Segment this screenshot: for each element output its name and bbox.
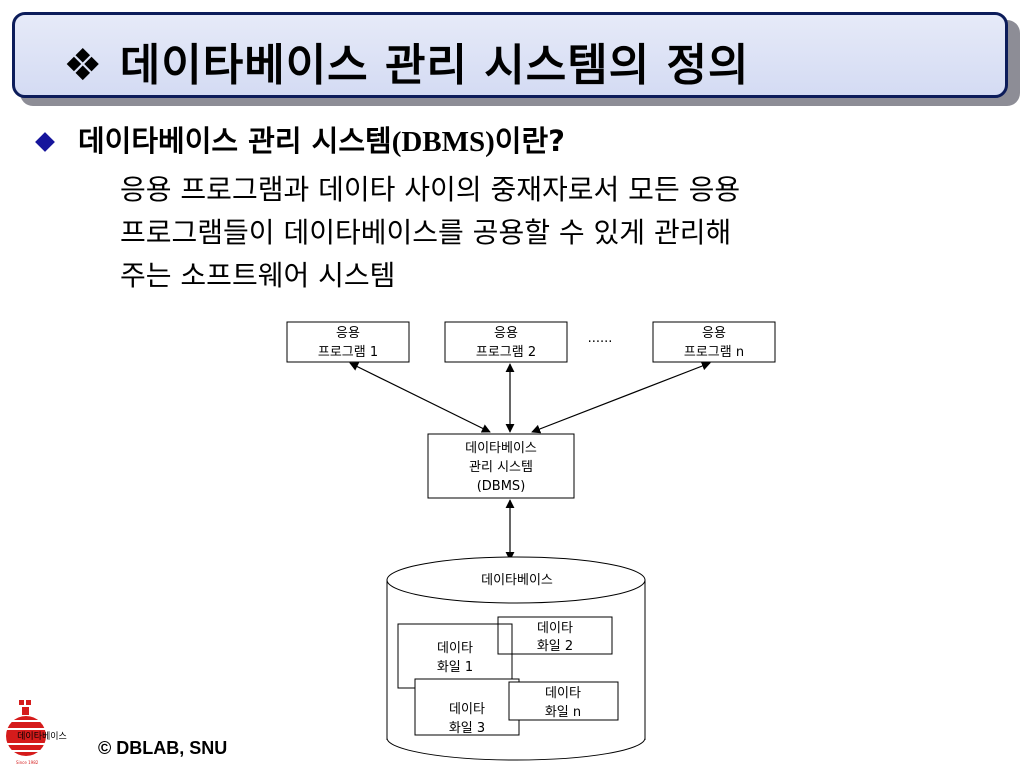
file-1-line2: 화일 1 [437,660,473,675]
dbms-line2: 관리 시스템 [469,460,533,475]
app-2-line1: 응용 [494,326,518,341]
body-line-1: 응용 프로그램과 데이타 사이의 중재자로서 모든 응용 [120,173,741,206]
copyright-text: © DBLAB, SNU [98,738,228,758]
app-2-line2: 프로그램 2 [476,345,536,360]
app-box-1: 응용 프로그램 1 [286,321,410,363]
app-1-line2: 프로그램 1 [318,345,378,360]
database-cylinder: 데이타베이스 [386,556,646,761]
file-3-line2: 화일 3 [449,721,485,736]
file-3-line1: 데이타 [449,702,485,717]
bullet-heading: 데이타베이스 관리 시스템(DBMS)이란? [78,118,565,160]
arrow-app1-dbms [349,362,491,433]
heading-korean: 데이타베이스 관리 시스템 [78,124,392,158]
heading-abbreviation: (DBMS) [391,126,495,158]
title-label: 데이타베이스 관리 시스템의 정의 [119,40,750,91]
data-file-3: 데이타 화일 3 [414,678,520,736]
dbms-box: 데이타베이스 관리 시스템 (DBMS) [427,433,575,499]
data-file-n: 데이타 화일 n [508,681,619,721]
dbms-line1: 데이타베이스 [465,441,537,456]
title-bullet-icon: ❖ [63,40,104,91]
file-2-line2: 화일 2 [537,639,573,654]
app-box-n: 응용 프로그램 n [652,321,776,363]
file-n-line1: 데이타 [545,686,581,701]
data-file-2: 데이타 화일 2 [497,616,613,655]
dblab-logo: 데이타베이스 Since 1982 [2,698,76,766]
app-n-line1: 응용 [702,326,726,341]
app-box-2: 응용 프로그램 2 [444,321,568,363]
app-1-line1: 응용 [336,326,360,341]
dbms-line3: (DBMS) [477,479,526,494]
apps-ellipsis: ...... [588,331,613,346]
file-2-line1: 데이타 [537,621,573,636]
app-n-line2: 프로그램 n [684,345,744,360]
logo-text: 데이타베이스 [17,731,67,742]
heading-suffix: 이란? [494,124,565,158]
arrow-appn-dbms [531,361,711,434]
database-label: 데이타베이스 [481,573,553,588]
file-1-line1: 데이타 [437,641,473,656]
slide-title: ❖ 데이타베이스 관리 시스템의 정의 [63,29,749,93]
data-file-1: 데이타 화일 1 [397,623,513,689]
file-n-line2: 화일 n [545,705,581,720]
title-box: ❖ 데이타베이스 관리 시스템의 정의 [12,12,1008,98]
body-line-2: 프로그램들이 데이타베이스를 공용할 수 있게 관리해 [120,216,732,249]
logo-subtext: Since 1982 [16,760,39,765]
body-line-3: 주는 소프트웨어 시스템 [120,259,396,292]
